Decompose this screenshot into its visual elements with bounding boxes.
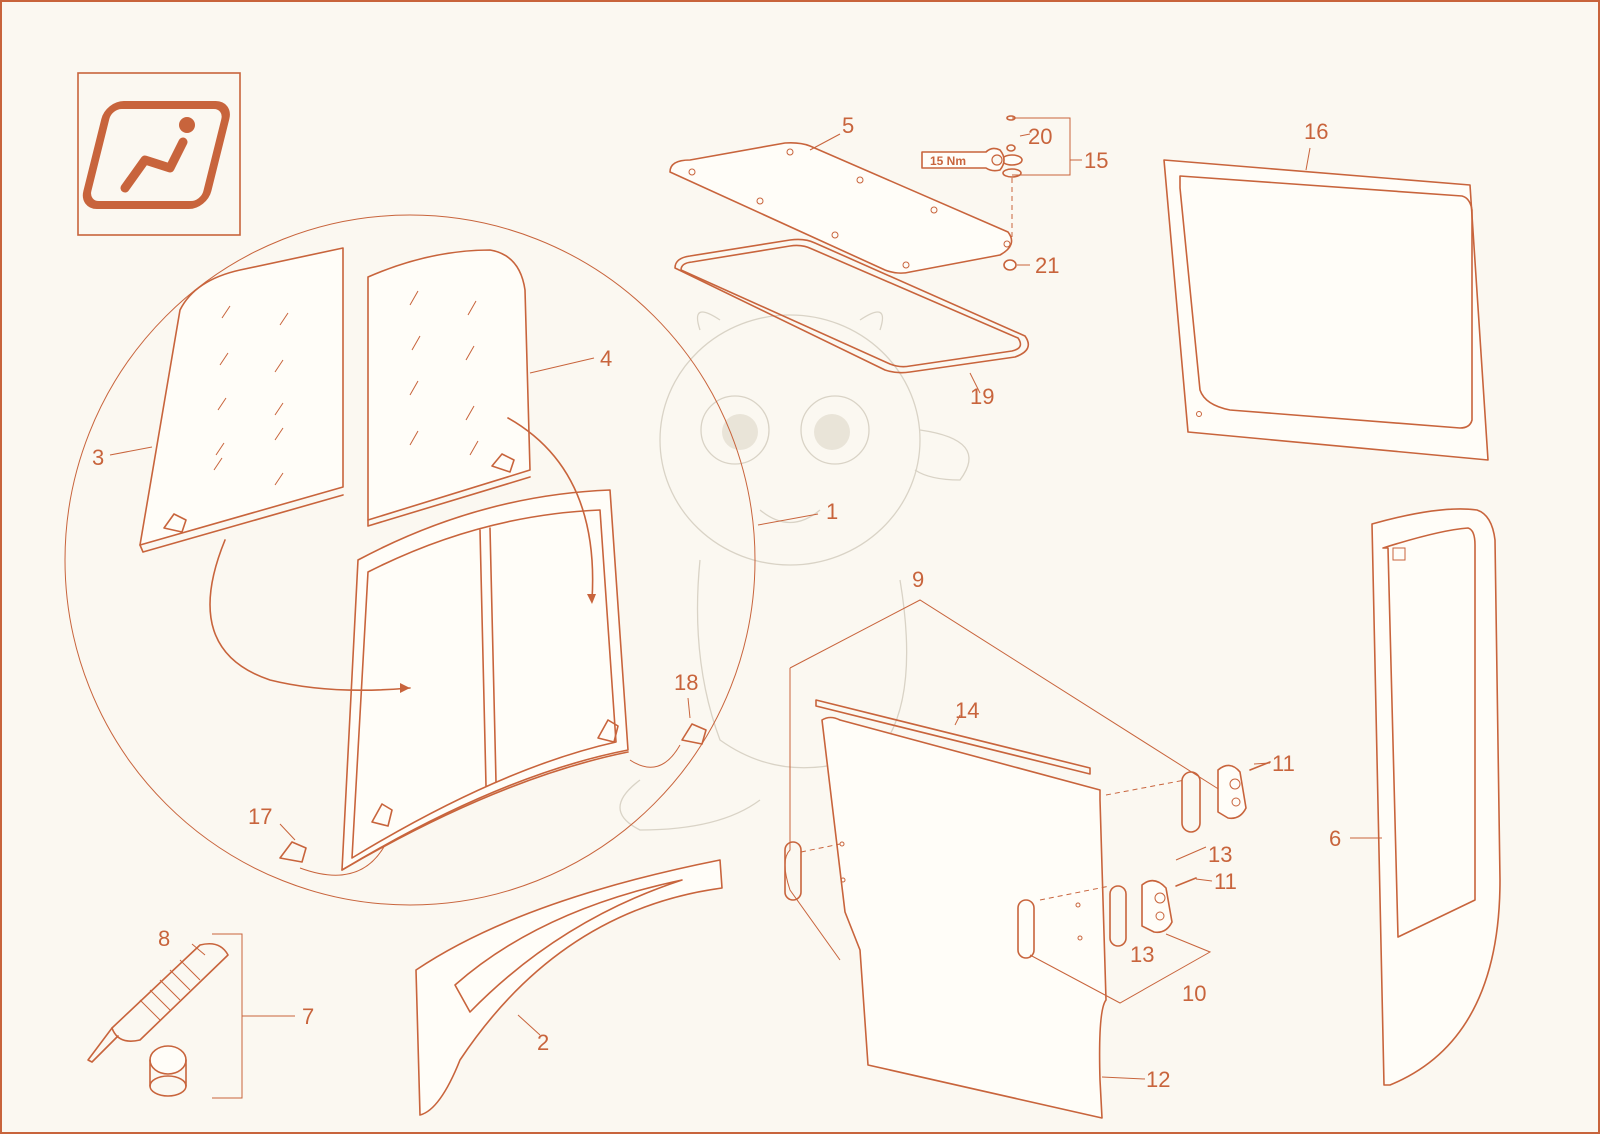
- callout-7: 7: [302, 1004, 314, 1029]
- callout-3: 3: [92, 445, 104, 470]
- detail-circle: [64, 214, 756, 906]
- callout-12: 12: [1146, 1067, 1170, 1092]
- sealing-tape-roll: [149, 1045, 187, 1097]
- assembly-arrow-left: [209, 539, 411, 692]
- roof-plate: [669, 142, 1013, 274]
- callout-17: 17: [248, 804, 272, 829]
- callout-10: 10: [1182, 981, 1206, 1006]
- callout-18: 18: [674, 670, 698, 695]
- callout-labels: 1 2 3 4 5 6 7 8 9 10 11 11 12 13 13 14 1…: [92, 113, 1341, 1092]
- roof-seal: [674, 238, 1030, 374]
- bracket-10: [1029, 933, 1212, 1004]
- callout-15: 15: [1084, 148, 1108, 173]
- assembly-arrow-right: [507, 417, 594, 601]
- sliding-glass-pane-left: [139, 247, 344, 553]
- callout-9: 9: [912, 567, 924, 592]
- callout-20: 20: [1028, 124, 1052, 149]
- slider-clip-18: [629, 723, 707, 768]
- operator-seat-icon: [77, 72, 241, 236]
- callout-8: 8: [158, 926, 170, 951]
- side-panel: [415, 859, 723, 1116]
- callout-4: 4: [600, 346, 612, 371]
- callout-19: 19: [970, 384, 994, 409]
- rear-window-frame: [341, 489, 629, 871]
- callout-13-lower: 13: [1130, 942, 1154, 967]
- callout-16: 16: [1304, 119, 1328, 144]
- door-plate-upper: [784, 841, 802, 901]
- callout-13-upper: 13: [1208, 842, 1232, 867]
- callout-6: 6: [1329, 826, 1341, 851]
- hinge-assembly-upper: [1105, 761, 1271, 833]
- callout-14: 14: [955, 698, 979, 723]
- callout-11-upper: 11: [1272, 751, 1295, 776]
- sliding-glass-pane-right: [367, 249, 531, 527]
- baby-dragon-watermark: [619, 311, 970, 831]
- callout-2: 2: [537, 1030, 549, 1055]
- cab-door: [784, 599, 1221, 1119]
- door-plate-lower: [1017, 899, 1035, 959]
- dash-link: [800, 843, 841, 853]
- fastener-stack: [1001, 115, 1071, 271]
- door-seal-strip: [815, 699, 1091, 775]
- side-glass-window: [1371, 508, 1501, 1086]
- torque-spec: 15 Nm: [930, 154, 966, 168]
- callout-21: 21: [1035, 253, 1059, 278]
- slider-clip-17: [279, 841, 386, 876]
- leader-lines: [109, 133, 1382, 1080]
- torque-wrench-icon: 15 Nm: [921, 147, 1005, 172]
- sealant-tube: [87, 942, 229, 1063]
- callout-1: 1: [826, 499, 838, 524]
- bracket-7: [212, 933, 295, 1099]
- callout-11-lower: 11: [1214, 869, 1237, 894]
- callout-5: 5: [842, 113, 854, 138]
- rear-glass-window: [1163, 159, 1489, 461]
- hinge-assembly-lower: [1039, 877, 1197, 947]
